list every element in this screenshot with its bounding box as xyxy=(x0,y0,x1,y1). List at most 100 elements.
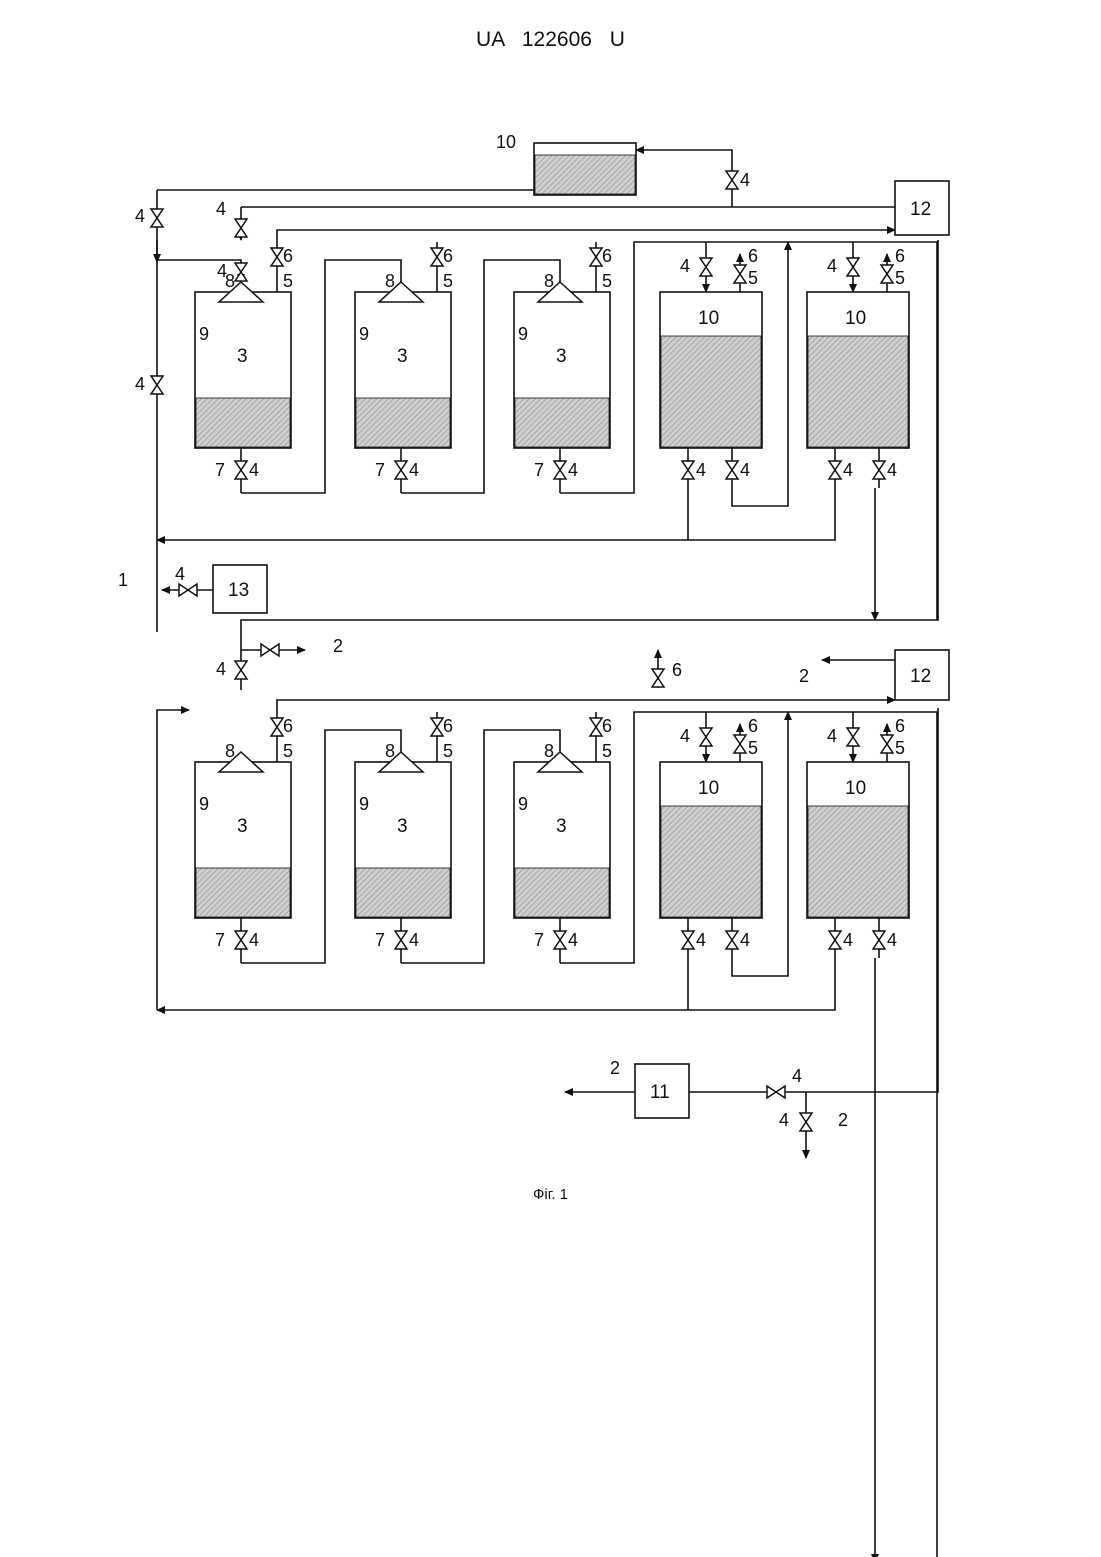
reactor-3-1-fill xyxy=(356,868,450,917)
label-6: 6 xyxy=(748,716,758,736)
return-line xyxy=(157,488,835,540)
label-spray: 9 xyxy=(199,794,209,814)
label-4: 4 xyxy=(409,460,419,480)
label-4: 4 xyxy=(568,930,578,950)
reactor-3-2-fill xyxy=(515,398,609,447)
label-top-10: 10 xyxy=(496,132,516,152)
label-1: 1 xyxy=(118,570,128,590)
label-4: 4 xyxy=(827,726,837,746)
label-nozzle: 8 xyxy=(544,741,554,761)
valve-symbol xyxy=(431,718,443,736)
label-4: 4 xyxy=(568,460,578,480)
valve-symbol xyxy=(800,1113,812,1131)
gas-header xyxy=(277,700,895,712)
reactor-label: 3 xyxy=(556,816,567,837)
label-6: 6 xyxy=(283,716,293,736)
figure-caption: Фіг. 1 xyxy=(0,1186,1101,1203)
reactor-label: 3 xyxy=(397,816,408,837)
valve-symbol xyxy=(590,248,602,266)
label-5: 5 xyxy=(283,741,293,761)
label-4: 4 xyxy=(887,460,897,480)
storage-label: 10 xyxy=(845,308,866,329)
label-4: 4 xyxy=(135,206,145,226)
valve-symbol xyxy=(235,263,247,281)
valve-symbol xyxy=(734,265,746,283)
label-spray: 9 xyxy=(199,324,209,344)
reactor-label: 3 xyxy=(237,346,248,367)
label-7: 7 xyxy=(534,930,544,950)
label-spray: 9 xyxy=(359,324,369,344)
lower-return xyxy=(157,710,189,1010)
reactor-3-1-fill xyxy=(356,398,450,447)
label-spray: 9 xyxy=(518,794,528,814)
label-7: 7 xyxy=(375,460,385,480)
label-4: 4 xyxy=(696,460,706,480)
storage-label: 10 xyxy=(698,778,719,799)
label-4: 4 xyxy=(216,199,226,219)
label-6: 6 xyxy=(672,660,682,680)
label-5: 5 xyxy=(283,271,293,291)
valve-symbol xyxy=(829,461,841,479)
valve-symbol xyxy=(151,209,163,227)
storage-10-0-fill xyxy=(661,806,761,917)
storage-label: 10 xyxy=(845,778,866,799)
valve-symbol xyxy=(682,931,694,949)
label-nozzle: 8 xyxy=(385,271,395,291)
label-2: 2 xyxy=(799,666,809,686)
label-4: 4 xyxy=(887,930,897,950)
valve-symbol xyxy=(271,248,283,266)
reactor-3-0-fill xyxy=(196,398,290,447)
top-storage-10-fill xyxy=(535,155,635,194)
label-4: 4 xyxy=(696,930,706,950)
valve-symbol xyxy=(431,248,443,266)
valve-symbol xyxy=(873,931,885,949)
label-6: 6 xyxy=(748,246,758,266)
label-5: 5 xyxy=(443,271,453,291)
label-4: 4 xyxy=(680,256,690,276)
valve-symbol xyxy=(726,171,738,189)
label-4: 4 xyxy=(827,256,837,276)
valve-symbol xyxy=(734,735,746,753)
valve-symbol xyxy=(271,718,283,736)
label-4: 4 xyxy=(217,261,227,281)
label-6: 6 xyxy=(443,716,453,736)
valve-symbol xyxy=(829,931,841,949)
valve-symbol xyxy=(554,461,566,479)
label-6: 6 xyxy=(602,716,612,736)
label-6: 6 xyxy=(283,246,293,266)
label-5: 5 xyxy=(895,738,905,758)
reactor-3-0-fill xyxy=(196,868,290,917)
label-2: 2 xyxy=(610,1058,620,1078)
storage-10-0-fill xyxy=(661,336,761,447)
valve-symbol xyxy=(652,669,664,687)
reactor-3-2-fill xyxy=(515,868,609,917)
storage-label: 10 xyxy=(698,308,719,329)
valve-symbol xyxy=(881,265,893,283)
valve-symbol xyxy=(767,1086,785,1098)
label-spray: 9 xyxy=(518,324,528,344)
reactor-label: 3 xyxy=(556,346,567,367)
valve-symbol xyxy=(235,461,247,479)
label-4: 4 xyxy=(249,930,259,950)
label-4: 4 xyxy=(843,930,853,950)
label-4: 4 xyxy=(792,1066,802,1086)
pump-13-label: 13 xyxy=(228,580,249,601)
filter-11-label: 11 xyxy=(650,1082,670,1103)
label-6: 6 xyxy=(895,246,905,266)
label-5: 5 xyxy=(895,268,905,288)
valve-symbol xyxy=(235,661,247,679)
label-7: 7 xyxy=(375,930,385,950)
reactor-label: 3 xyxy=(237,816,248,837)
return-line xyxy=(157,958,835,1010)
label-4: 4 xyxy=(409,930,419,950)
valve-symbol xyxy=(881,735,893,753)
label-nozzle: 8 xyxy=(544,271,554,291)
valve-symbol xyxy=(700,728,712,746)
valve-symbol xyxy=(700,258,712,276)
label-4: 4 xyxy=(740,930,750,950)
valve-symbol xyxy=(554,931,566,949)
top-return xyxy=(636,150,732,207)
compressor-12-upper-label: 12 xyxy=(910,199,931,220)
label-5: 5 xyxy=(748,738,758,758)
